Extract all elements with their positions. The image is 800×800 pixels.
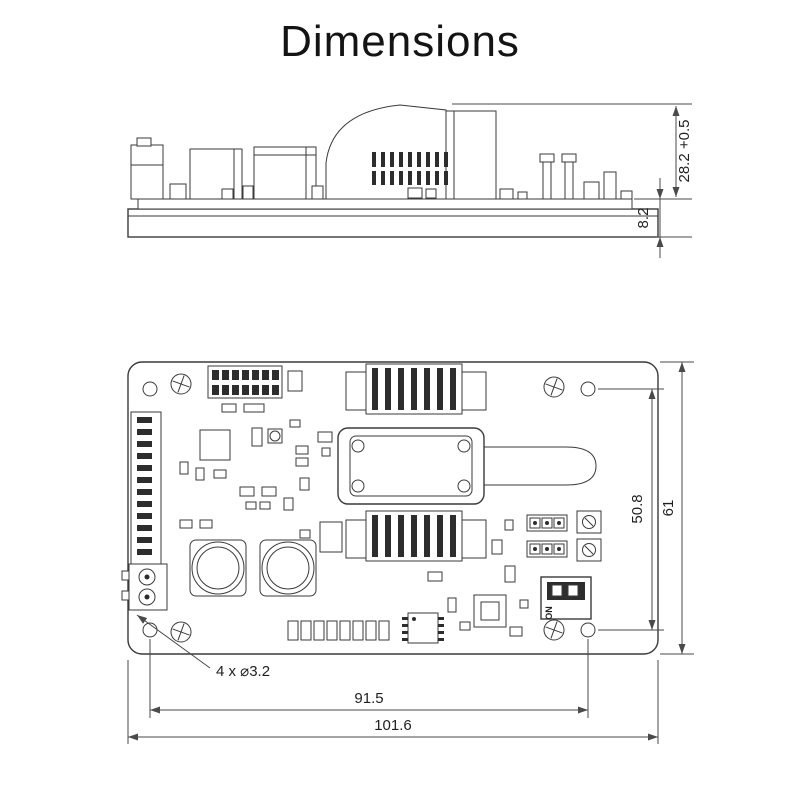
- dip-switch: ON: [540, 576, 592, 620]
- butterfly-module: [337, 427, 597, 505]
- left-pin-header: [130, 411, 162, 571]
- fiber-loop: [484, 446, 597, 486]
- dim-base-height: 8.2: [635, 208, 652, 229]
- screw-head: [170, 621, 192, 643]
- dim-hole-pitch-horizontal: 91.5: [354, 690, 383, 707]
- screw-head: [170, 373, 192, 395]
- side-left-connector: [130, 137, 164, 200]
- dim-hole-pitch-vertical: 50.8: [629, 494, 646, 523]
- side-right-components: [499, 153, 633, 200]
- square-chip: [473, 594, 507, 628]
- page-title: Dimensions: [280, 17, 520, 66]
- side-pcb: [137, 198, 633, 210]
- screw-head: [543, 376, 565, 398]
- jumper-header: [526, 540, 568, 558]
- upper-striped-module: [345, 363, 487, 415]
- side-passives: [169, 183, 324, 200]
- side-pin-headers: [372, 152, 448, 199]
- side-view-dimensions: 28.2 +0.5 8.2: [452, 103, 693, 258]
- dim-board-height: 61: [660, 500, 677, 517]
- mounting-hole-note: 4 x ⌀3.2: [216, 663, 270, 680]
- mounting-hole: [142, 622, 158, 638]
- side-curved-module: [325, 104, 497, 200]
- trimmer: [576, 538, 602, 562]
- ic-chip: [402, 612, 444, 644]
- dim-overall-height: 28.2 +0.5: [676, 120, 693, 183]
- lower-striped-module: [319, 510, 487, 562]
- dim-board-width: 101.6: [374, 717, 412, 734]
- top-view: ON: [121, 361, 659, 655]
- mounting-hole: [580, 622, 596, 638]
- side-connector-blocks: [189, 146, 317, 200]
- smd-components: [179, 419, 529, 637]
- top-view-dimensions: 50.8 61 91.5 101.6 4 x ⌀3.2: [127, 361, 694, 744]
- mounting-hole: [580, 381, 596, 397]
- side-base-plate: [127, 208, 659, 238]
- screw-head: [543, 619, 565, 641]
- capacitor: [189, 539, 247, 597]
- side-view: [127, 104, 659, 238]
- trimmer: [576, 510, 602, 534]
- terminal-block: [121, 563, 168, 611]
- top-left-header: [207, 365, 303, 413]
- capacitor: [259, 539, 317, 597]
- jumper-header: [526, 514, 568, 532]
- dip-on-label: ON: [544, 606, 554, 620]
- bottom-connector-row: [287, 620, 390, 641]
- mounting-hole: [142, 381, 158, 397]
